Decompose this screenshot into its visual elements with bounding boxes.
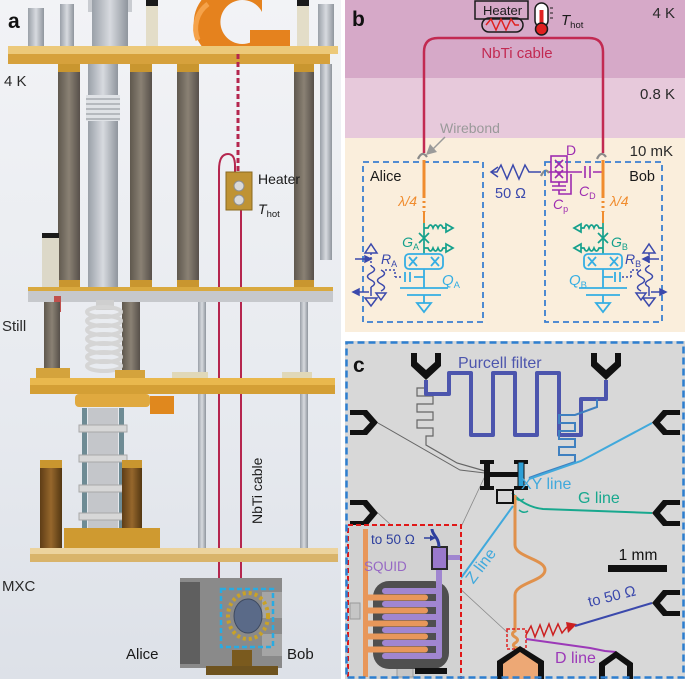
- drive-resistor-arrowhead: [566, 622, 577, 633]
- cold-plate: [30, 378, 335, 414]
- panel-b-schematic: Heater Thot 4 K 0.8 K 10 mK NbTi cable W…: [345, 0, 685, 332]
- squid-inset: to 50 Ω SQUID: [347, 524, 462, 679]
- z-line-trace: [460, 505, 514, 579]
- panel-c-label: c: [353, 354, 365, 377]
- xy-line-trace: [528, 422, 653, 480]
- purcell-filter-label: Purcell filter: [458, 355, 542, 372]
- chip-highlight-box: [219, 587, 275, 649]
- panel-c-micrograph: 1 mm Purcell filter XY line G line Z lin…: [345, 341, 685, 679]
- bob-readout-label: RB: [625, 251, 641, 269]
- fifty-ohm-resistor: [489, 163, 541, 181]
- d-port-label: D: [566, 142, 576, 158]
- stage-label-4k: 4 K: [652, 5, 675, 22]
- bob-title: Bob: [629, 169, 655, 185]
- panel-c-border: [345, 341, 685, 679]
- orange-clamp: [193, 0, 290, 61]
- bond-pads: [350, 353, 680, 679]
- purcell-filter-trace: [424, 371, 608, 437]
- wirebond-arrow: [431, 136, 446, 151]
- drive-resistor-zigzag: [525, 621, 568, 640]
- alice-title: Alice: [370, 169, 401, 185]
- d-line-trace: [525, 638, 617, 653]
- band-08k: [345, 78, 685, 138]
- mxc-plate: [30, 548, 338, 562]
- stage-label-mxc: MXC: [2, 578, 36, 595]
- chip: [233, 598, 263, 634]
- scale-label: 1 mm: [619, 547, 658, 564]
- spring: [85, 305, 123, 373]
- inset-purple-comb: [382, 566, 442, 659]
- alice-readout: [351, 242, 403, 308]
- panel-a-fridge-render: a 4 K Still MXC Heater Thot NbTi cable A…: [0, 0, 341, 679]
- bob-coupler-label: GB: [611, 234, 628, 252]
- band-10mk: [345, 138, 685, 332]
- alice-coupler: [418, 222, 455, 254]
- bob-label: Bob: [287, 646, 314, 663]
- still-to-cold-plate: [36, 300, 312, 548]
- heater-label: Heater: [483, 3, 523, 18]
- bob-box: [544, 161, 663, 323]
- mid-stage-pillars: [42, 64, 332, 288]
- bob-readout: [622, 242, 668, 308]
- panel-a-label: a: [8, 10, 20, 33]
- nbti-cable-left: [218, 152, 236, 592]
- thermometer-icon: [534, 2, 553, 36]
- alice-label: Alice: [126, 646, 159, 663]
- transmon-qubits: [480, 460, 528, 504]
- stage-label-10mk: 10 mK: [630, 143, 673, 160]
- inset-to-fifty-label: to 50 Ω: [371, 532, 415, 547]
- heater-symbol: [474, 0, 529, 33]
- alice-readout-label: RA: [381, 251, 397, 269]
- bob-lambda4-label: λ/4: [609, 193, 629, 209]
- wirebond-arrowhead: [426, 144, 437, 155]
- cd-label: CD: [579, 183, 596, 201]
- g-line-label: G line: [578, 490, 620, 507]
- alice-lambda4-label: λ/4: [397, 193, 417, 209]
- panel-b-label: b: [352, 8, 365, 31]
- nbti-cable-label: NbTi cable: [481, 45, 552, 62]
- drive-coupler-box: [506, 628, 527, 650]
- to-fifty-trace: [574, 602, 653, 627]
- heater-assembly: [225, 171, 253, 211]
- inset-orange-spine: [363, 529, 368, 677]
- cold-plate-to-mxc: [40, 408, 160, 550]
- bob-coupler: [572, 222, 609, 254]
- wirebond-label: Wirebond: [440, 120, 500, 136]
- inset-feed-wire: [430, 528, 441, 548]
- inset-purple-stub: [447, 555, 460, 560]
- squid-loop: [431, 546, 448, 570]
- fifty-ohm-label: 50 Ω: [495, 186, 526, 202]
- sample-box: [180, 578, 282, 675]
- cp-label: Cp: [553, 196, 568, 214]
- wirebond-ring: [226, 591, 270, 641]
- orange-line-trace: [511, 495, 547, 651]
- t-hot-label: Thot: [561, 12, 584, 31]
- d-line-label: D line: [555, 650, 596, 667]
- squid-label: SQUID: [364, 559, 407, 574]
- xy-line-label: XY line: [521, 476, 572, 493]
- bob-qubit-label: QB: [569, 272, 587, 291]
- nbti-cable-label: NbTi cable: [249, 457, 265, 524]
- stage-label-still: Still: [2, 318, 26, 335]
- 4k-plate: [8, 46, 338, 64]
- nbti-cable-wire: [422, 36, 605, 153]
- stage-label-4k: 4 K: [4, 73, 27, 90]
- inset-scale-bar: [415, 668, 447, 674]
- inset-orange-comb: [364, 594, 428, 653]
- top-stage-pillars: [28, 0, 334, 48]
- scale-bar: [608, 565, 667, 572]
- d-port-circuit: [549, 155, 603, 195]
- alice-qubit: [400, 253, 448, 314]
- stage-label-08k: 0.8 K: [640, 86, 675, 103]
- alice-qubit-label: QA: [442, 272, 461, 291]
- readout-connector-trace: [528, 399, 598, 479]
- alice-coupler-label: GA: [402, 234, 419, 252]
- t-hot-label: Thot: [258, 201, 280, 220]
- bob-qubit: [579, 253, 627, 314]
- heater-label: Heater: [258, 171, 300, 187]
